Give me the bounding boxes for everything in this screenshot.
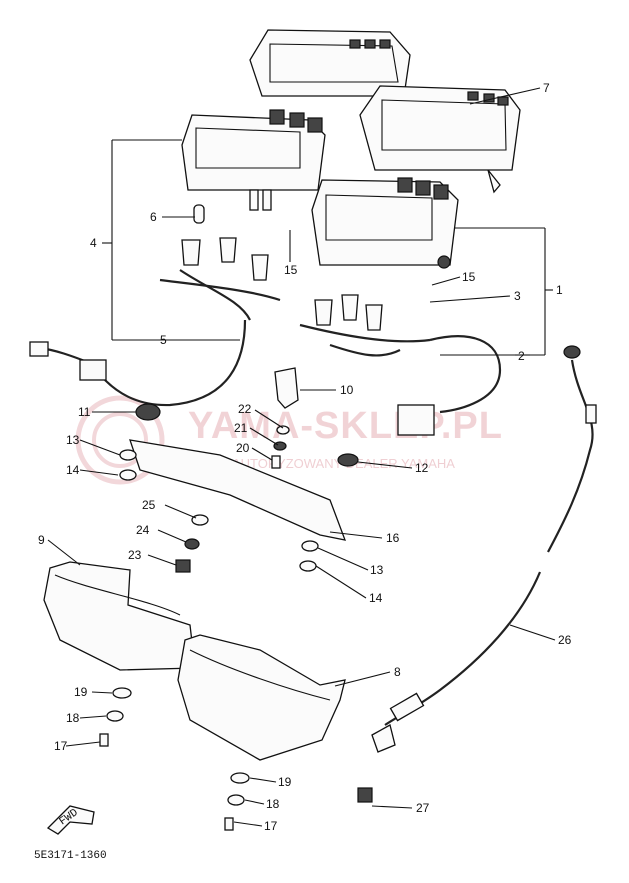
- meter-cover-rear: [249, 29, 411, 97]
- bracket-10: [274, 367, 299, 409]
- lower-cover-8: [177, 634, 346, 761]
- watermark-main-text: YAMA-SKLEP.PL: [188, 405, 503, 447]
- callout-26: 26: [558, 633, 572, 647]
- callout-1: 1: [556, 283, 563, 297]
- diagram-code: 5E3171-1360: [34, 850, 107, 862]
- callout-7: 7: [543, 81, 550, 95]
- callout-24: 24: [136, 523, 150, 537]
- speedometer-assembly: [181, 109, 326, 211]
- screw-set-left: [99, 687, 132, 747]
- callout-22: 22: [238, 402, 252, 416]
- watermark: YAMA-SKLEP.PL AUTORYZOWANY DEALER YAMAHA: [75, 395, 503, 485]
- fasteners-20-25: [175, 425, 290, 573]
- callout-20: 20: [236, 441, 250, 455]
- callout-15-left: 15: [284, 263, 298, 277]
- bulb-socket-harness-right: [299, 294, 502, 436]
- callout-13-right: 13: [370, 563, 384, 577]
- tachometer-assembly: [311, 177, 459, 269]
- callout-5: 5: [160, 333, 167, 347]
- washer-small-right: [299, 540, 319, 572]
- callout-8: 8: [394, 665, 401, 679]
- callout-4: 4: [90, 236, 97, 250]
- callout-labels: 1 2 3 4 5 6 7 8 9 10 11 12 13 13 14 14 1…: [38, 81, 572, 833]
- bulb-socket-harness-left: [29, 237, 281, 407]
- callout-9: 9: [38, 533, 45, 547]
- forward-arrow-icon: FWD: [46, 805, 95, 835]
- mounting-plate: [129, 439, 347, 541]
- callout-27: 27: [416, 801, 430, 815]
- washer-small-left: [119, 449, 137, 481]
- callout-18-left: 18: [66, 711, 80, 725]
- callout-14-right: 14: [369, 591, 383, 605]
- callout-6: 6: [150, 210, 157, 224]
- lower-cover-9: [43, 561, 196, 671]
- callout-3: 3: [514, 289, 521, 303]
- callout-2: 2: [518, 349, 525, 363]
- callout-13-left: 13: [66, 433, 80, 447]
- callout-19-left: 19: [74, 685, 88, 699]
- meter-cable-26: [371, 345, 597, 753]
- callout-23: 23: [128, 548, 142, 562]
- meter-cover-front: [359, 85, 521, 194]
- callout-18-right: 18: [266, 797, 280, 811]
- fitting-27: [357, 787, 373, 803]
- screw-set-right: [224, 772, 250, 831]
- callout-11: 11: [78, 405, 91, 419]
- leader-lines: [47, 87, 556, 827]
- callout-16: 16: [386, 531, 400, 545]
- callout-15-right: 15: [462, 270, 476, 284]
- callout-17-left: 17: [54, 739, 68, 753]
- callout-25: 25: [142, 498, 156, 512]
- callout-12: 12: [415, 461, 429, 475]
- damper-12: [337, 453, 359, 467]
- grommet-11: [135, 403, 161, 421]
- indicator-bulb-left: [193, 204, 205, 224]
- callout-10: 10: [340, 383, 354, 397]
- callout-21: 21: [234, 421, 248, 435]
- callout-14-left: 14: [66, 463, 80, 477]
- callout-17-right: 17: [264, 819, 278, 833]
- callout-19-right: 19: [278, 775, 292, 789]
